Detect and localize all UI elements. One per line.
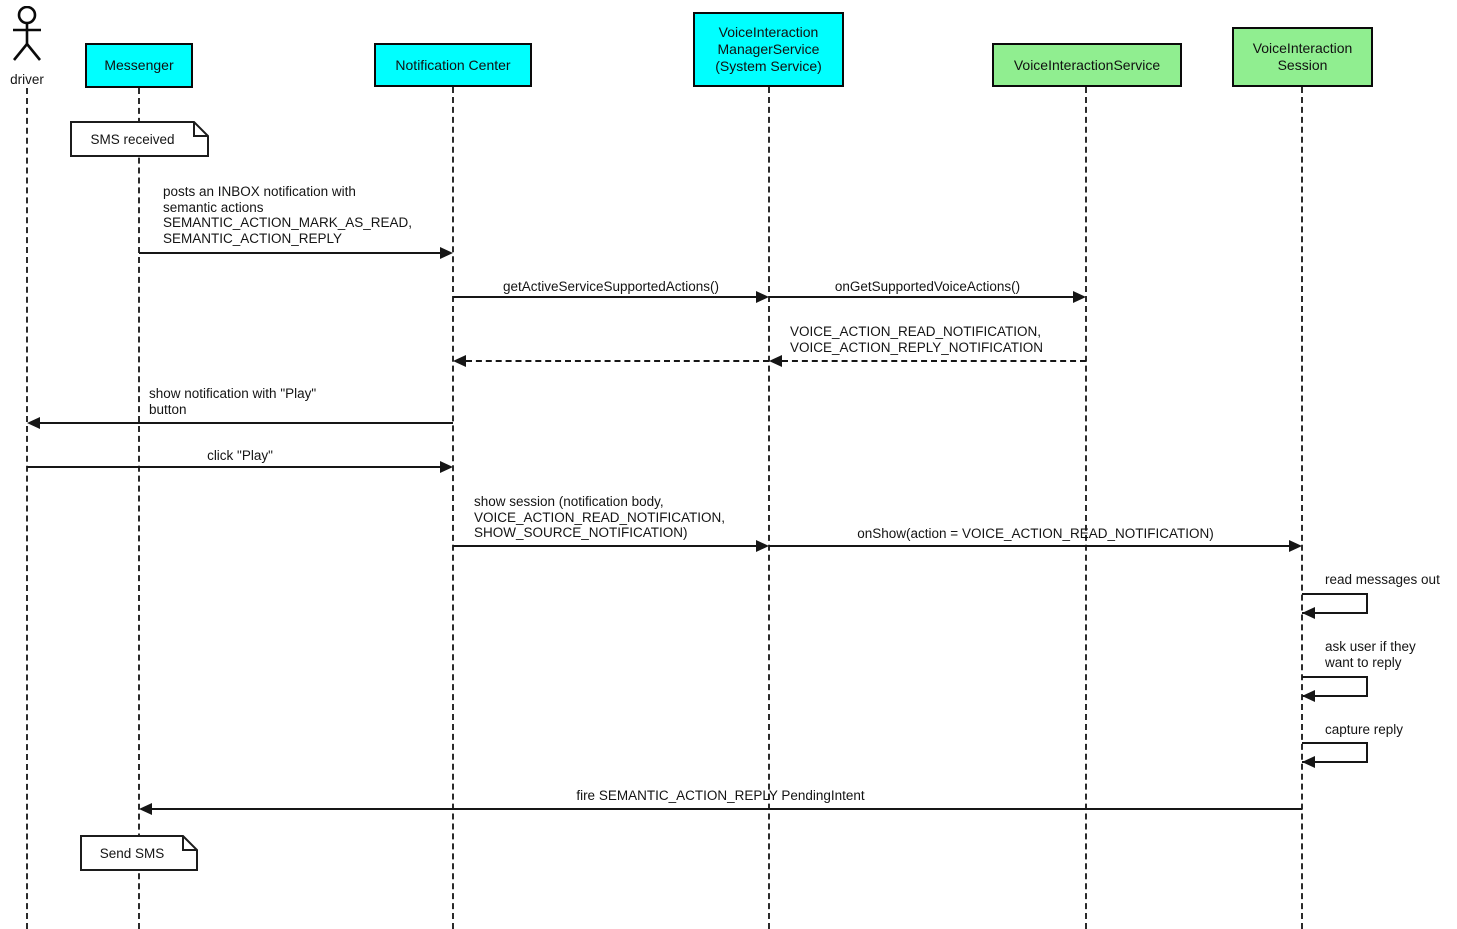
message-label-fire-pending-intent: fire SEMANTIC_ACTION_REPLY PendingIntent [576,788,865,803]
participant-voice-interaction-session: VoiceInteraction Session [1232,27,1373,87]
note-shape-icon [80,835,198,871]
message-line [769,545,1290,547]
note-shape-icon [70,121,209,157]
message-return-line [466,360,769,362]
message-return-line [782,360,1086,362]
arrowhead-right-icon [440,247,453,259]
participant-label: VoiceInteraction ManagerService (System … [715,24,822,74]
message-line [453,296,757,298]
self-message-label-capture-reply: capture reply [1325,722,1404,737]
message-label-posts-inbox-notification: posts an INBOX notification with semanti… [163,184,413,247]
arrowhead-right-icon [756,291,769,303]
message-label-show-notification-play: show notification with "Play" button [149,386,317,417]
arrowhead-right-icon [440,461,453,473]
arrowhead-left-icon [139,803,152,815]
participant-label: VoiceInteraction Session [1252,40,1353,73]
lifeline-notification-center [452,87,454,929]
self-message-label-ask-user-reply: ask user if they want to reply [1325,639,1416,670]
arrowhead-left-icon [1302,690,1315,702]
message-line [27,466,441,468]
message-label-click-play: click "Play" [207,448,273,463]
message-label-voice-actions-return: VOICE_ACTION_READ_NOTIFICATION, VOICE_AC… [790,324,1044,355]
self-message-label-read-messages-out: read messages out [1325,572,1440,587]
lifeline-messenger [138,88,140,929]
arrowhead-left-icon [1302,756,1315,768]
participant-messenger: Messenger [85,43,193,88]
self-message-loop [1302,593,1368,614]
lifeline-voice-interaction-manager-service [768,87,770,929]
participant-label: VoiceInteractionService [1013,56,1161,73]
actor-label: driver [10,72,44,87]
message-line [152,808,1302,810]
message-line [453,545,757,547]
note-label: Send SMS [99,845,165,861]
arrowhead-right-icon [756,540,769,552]
actor-driver: driver [0,5,54,87]
note-label: SMS received [90,131,175,147]
message-label-on-get-supported-voice-actions: onGetSupportedVoiceActions() [834,279,1021,294]
message-line [139,252,441,254]
arrowhead-left-icon [27,417,40,429]
person-icon [12,5,42,61]
participant-voice-interaction-service: VoiceInteractionService [992,43,1182,87]
arrowhead-left-icon [453,355,466,367]
message-line [769,296,1074,298]
arrowhead-left-icon [769,355,782,367]
lifeline-voice-interaction-session [1301,87,1303,929]
self-message-loop [1302,676,1368,697]
message-label-show-session: show session (notification body, VOICE_A… [474,494,726,541]
lifeline-driver [26,88,28,929]
message-line [40,422,453,424]
message-label-get-active-service-supported-actions: getActiveServiceSupportedActions() [502,279,720,294]
arrowhead-right-icon [1289,540,1302,552]
arrowhead-left-icon [1302,607,1315,619]
self-message-loop [1302,742,1368,763]
note-send-sms: Send SMS [80,835,198,871]
message-label-on-show: onShow(action = VOICE_ACTION_READ_NOTIFI… [857,526,1214,541]
participant-label: Messenger [104,57,174,73]
lifeline-voice-interaction-service [1085,87,1087,929]
participant-notification-center: Notification Center [374,43,532,87]
arrowhead-right-icon [1073,291,1086,303]
participant-label: Notification Center [395,56,511,73]
participant-voice-interaction-manager-service: VoiceInteraction ManagerService (System … [693,12,844,87]
note-sms-received: SMS received [70,121,209,157]
